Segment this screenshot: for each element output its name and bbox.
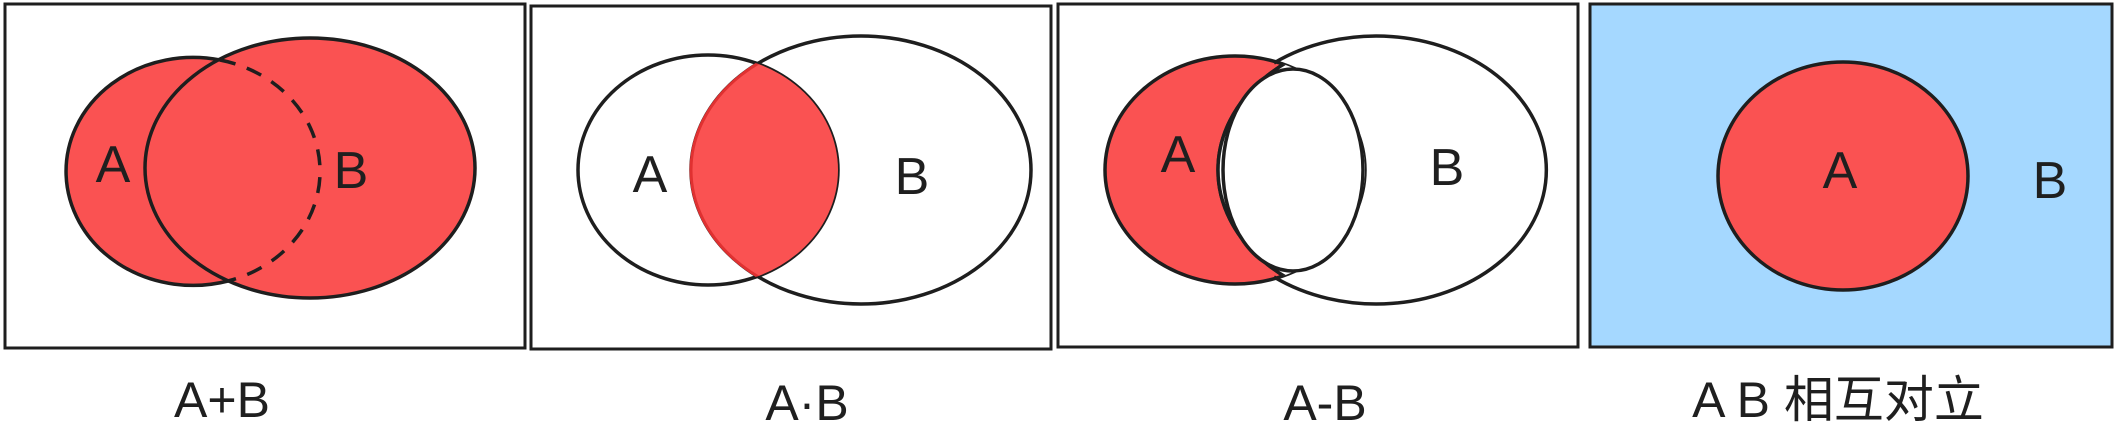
intersection-region [689, 55, 838, 285]
panel-complement: A B A B 相互对立 [1588, 2, 2114, 428]
panel-union: A B A+B [3, 2, 527, 428]
panel-caption: A·B [765, 375, 848, 429]
set-b-label: B [334, 142, 369, 200]
set-b-label: B [1430, 139, 1465, 197]
panel-caption: A B 相互对立 [1692, 372, 1984, 428]
set-a-label: A [1161, 126, 1196, 184]
set-a-label: A [1823, 142, 1858, 200]
set-b-outline [1273, 34, 1549, 306]
set-a-outline [64, 55, 229, 288]
set-b-label: B [895, 148, 930, 206]
overlap-boundary [1221, 67, 1365, 273]
panel-caption: A-B [1283, 375, 1366, 429]
set-b-label: B [2033, 152, 2068, 210]
set-a-circle [1716, 60, 1970, 292]
panel-difference: A B A-B [1056, 2, 1580, 429]
panel-caption: A+B [174, 372, 270, 428]
panel-intersection: A B A·B [529, 4, 1053, 429]
set-a-hidden-outline [219, 58, 322, 283]
set-b-circle [143, 36, 477, 300]
set-a-label: A [96, 136, 131, 194]
set-a-label: A [633, 146, 668, 204]
